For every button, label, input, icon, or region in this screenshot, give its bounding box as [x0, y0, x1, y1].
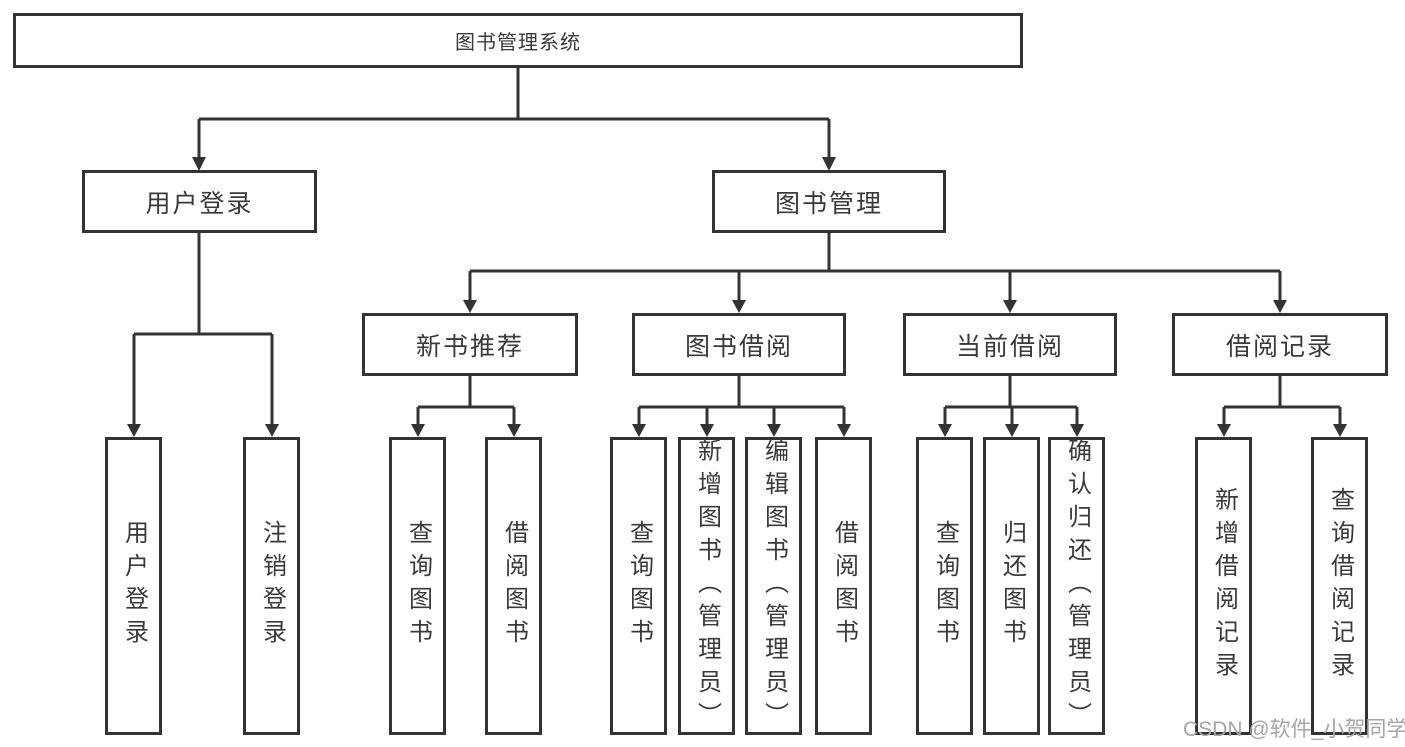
node-borrow-record: 借阅记录: [1172, 313, 1388, 376]
connector-root-to-level2: [192, 68, 836, 171]
connector-borrow-record-to-leaves: [1217, 376, 1347, 437]
leaf-recommend-borrow-book-label: 借阅图书: [500, 520, 528, 652]
connector-book-borrow-to-leaves: [632, 376, 851, 437]
leaf-current-query-book-label: 查询图书: [931, 520, 959, 652]
leaf-confirm-return-admin: 确认归还（管理员）: [1048, 437, 1105, 735]
leaf-confirm-return-admin-label: 确认归还（管理员）: [1063, 437, 1091, 735]
leaf-query-borrow-record-label: 查询借阅记录: [1326, 487, 1354, 685]
leaf-query-borrow-record: 查询借阅记录: [1311, 437, 1368, 735]
connector-new-book-recommend-to-leaves: [411, 376, 521, 437]
leaf-recommend-query-book-label: 查询图书: [404, 520, 432, 652]
node-current-borrow: 当前借阅: [903, 313, 1117, 376]
node-user-login-label: 用户登录: [145, 189, 254, 218]
node-book-borrow: 图书借阅: [632, 313, 846, 376]
leaf-current-query-book: 查询图书: [916, 437, 973, 735]
leaf-user-login: 用户登录: [105, 437, 162, 735]
leaf-add-book-admin: 新增图书（管理员）: [678, 437, 735, 735]
leaf-borrow-query-book: 查询图书: [610, 437, 667, 735]
connector-user-login-to-leaves: [127, 233, 279, 437]
leaf-borrow-query-book-label: 查询图书: [625, 520, 653, 652]
leaf-add-book-admin-label: 新增图书（管理员）: [693, 437, 721, 735]
node-borrow-record-label: 借阅记录: [1225, 332, 1334, 361]
leaf-recommend-query-book: 查询图书: [389, 437, 446, 735]
node-new-book-recommend: 新书推荐: [362, 313, 578, 376]
leaf-borrow-book: 借阅图书: [815, 437, 872, 735]
node-book-borrow-label: 图书借阅: [684, 332, 793, 361]
leaf-add-borrow-record: 新增借阅记录: [1195, 437, 1252, 735]
leaf-user-login-label: 用户登录: [120, 520, 148, 652]
node-root: 图书管理系统: [13, 13, 1023, 68]
node-new-book-recommend-label: 新书推荐: [415, 332, 524, 361]
leaf-logout: 注销登录: [243, 437, 300, 735]
node-root-label: 图书管理系统: [455, 32, 581, 54]
connector-book-management-to-level3: [463, 233, 1287, 313]
node-book-management: 图书管理: [712, 170, 946, 233]
leaf-add-borrow-record-label: 新增借阅记录: [1210, 487, 1238, 685]
leaf-return-book: 归还图书: [983, 437, 1040, 735]
connector-current-borrow-to-leaves: [938, 376, 1084, 437]
node-current-borrow-label: 当前借阅: [955, 332, 1064, 361]
node-book-management-label: 图书管理: [774, 189, 883, 218]
leaf-recommend-borrow-book: 借阅图书: [485, 437, 542, 735]
leaf-edit-book-admin: 编辑图书（管理员）: [745, 437, 802, 735]
leaf-logout-label: 注销登录: [258, 520, 286, 652]
leaf-borrow-book-label: 借阅图书: [830, 520, 858, 652]
leaf-edit-book-admin-label: 编辑图书（管理员）: [760, 437, 788, 735]
leaf-return-book-label: 归还图书: [998, 520, 1026, 652]
node-user-login: 用户登录: [82, 170, 317, 233]
watermark: CSDN @软件_小贺同学: [1183, 718, 1405, 741]
